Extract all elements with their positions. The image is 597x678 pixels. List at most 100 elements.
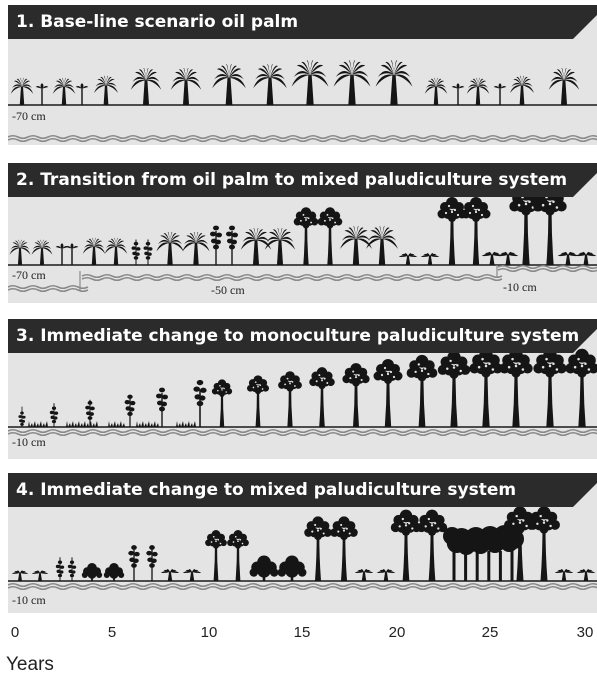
grass-tuft-icon bbox=[66, 421, 98, 427]
tree-sapling-icon bbox=[85, 399, 95, 427]
panel-4-title: 4. Immediate change to mixed paludicultu… bbox=[16, 480, 517, 500]
sago-palm-clump-icon bbox=[481, 251, 503, 265]
sago-palm-clump-icon bbox=[160, 569, 180, 581]
panel-4-scene bbox=[8, 506, 597, 591]
panel-1-depth-label: -70 cm bbox=[12, 109, 46, 123]
sago-palm-clump-icon bbox=[11, 570, 29, 581]
sago-palm-clump-icon bbox=[398, 253, 418, 265]
panel-3-title: 3. Immediate change to monoculture palud… bbox=[16, 326, 580, 346]
paludiculture-tree-icon bbox=[565, 348, 597, 427]
panel-1-scene bbox=[8, 60, 597, 143]
timeline-tick-15: 15 bbox=[293, 624, 311, 641]
oil-palm-icon bbox=[212, 64, 246, 105]
oil-palm-icon bbox=[333, 60, 371, 105]
tree-sapling-icon bbox=[67, 557, 77, 581]
oil-palm-icon bbox=[548, 68, 580, 105]
sago-palm-clump-icon bbox=[31, 570, 49, 581]
bushy-tree-icon bbox=[277, 555, 307, 581]
grass-tuft-icon bbox=[108, 421, 125, 427]
timeline-tick-5: 5 bbox=[107, 624, 117, 641]
paludiculture-tree-icon bbox=[469, 348, 503, 427]
panel-1-banner: 1. Base-line scenario oil palm bbox=[8, 5, 597, 39]
oil-palm-icon bbox=[466, 77, 490, 105]
tree-sapling-icon bbox=[193, 379, 207, 427]
sago-seedling-icon bbox=[451, 83, 465, 105]
oil-palm-icon bbox=[10, 77, 34, 105]
sago-seedling-icon bbox=[55, 243, 69, 265]
panel-3-depth-label: -10 cm bbox=[12, 435, 46, 449]
sago-seedling-icon bbox=[65, 243, 79, 265]
timeline-tick-0: 0 bbox=[10, 624, 20, 641]
tree-sapling-icon bbox=[156, 387, 168, 427]
sago-seedling-icon bbox=[75, 83, 89, 105]
panel-1: 1. Base-line scenario oil palm -70 cm bbox=[8, 5, 597, 145]
grass-tuft-icon bbox=[136, 421, 159, 427]
paludiculture-tree-icon bbox=[205, 530, 227, 581]
oil-palm-icon bbox=[375, 60, 413, 105]
oil-palm-icon bbox=[182, 231, 210, 265]
oil-palm-icon bbox=[94, 75, 118, 105]
oil-palm-icon bbox=[52, 77, 76, 105]
water-table-icon bbox=[8, 582, 597, 591]
paludiculture-tree-icon bbox=[278, 371, 302, 427]
paludiculture-tree-icon bbox=[309, 367, 335, 427]
panel-1-title: 1. Base-line scenario oil palm bbox=[16, 12, 299, 32]
oil-palm-icon bbox=[82, 237, 106, 265]
oil-palm-icon bbox=[170, 68, 202, 105]
timeline-tick-10: 10 bbox=[200, 624, 218, 641]
panel-2-depth-label-transition: -50 cm bbox=[211, 283, 245, 297]
tree-sapling-icon bbox=[124, 394, 136, 427]
tree-sapling-icon bbox=[146, 545, 158, 581]
paludiculture-tree-icon bbox=[342, 363, 370, 427]
water-table-icon bbox=[8, 284, 89, 293]
tree-sapling-icon bbox=[226, 225, 238, 265]
oil-palm-icon bbox=[240, 228, 272, 265]
oil-palm-icon bbox=[424, 77, 448, 105]
panel-2-title: 2. Transition from oil palm to mixed pal… bbox=[16, 170, 568, 190]
paludiculture-tree-icon bbox=[437, 197, 467, 265]
oil-palm-icon bbox=[9, 239, 31, 265]
grass-tuft-icon bbox=[28, 421, 48, 427]
timeline-axis-label: Years bbox=[6, 654, 54, 675]
bushy-tree-icon bbox=[81, 563, 103, 581]
sago-palm-clump-icon bbox=[354, 569, 374, 581]
paludiculture-tree-icon bbox=[437, 350, 471, 427]
timeline-tick-30: 30 bbox=[576, 624, 594, 641]
paludiculture-tree-icon bbox=[246, 375, 270, 427]
panel-3: 3. Immediate change to monoculture palud… bbox=[8, 319, 597, 459]
tree-sapling-icon bbox=[55, 557, 65, 581]
tree-sapling-icon bbox=[18, 406, 26, 427]
paludiculture-tree-icon bbox=[528, 506, 560, 581]
sago-palm-clump-icon bbox=[497, 251, 519, 265]
paludiculture-tree-icon bbox=[317, 207, 343, 265]
oil-palm-icon bbox=[253, 64, 287, 105]
paludiculture-tree-icon bbox=[390, 509, 422, 581]
oil-palm-icon bbox=[156, 231, 184, 265]
bushy-tree-icon bbox=[249, 555, 279, 581]
paludiculture-tree-icon bbox=[461, 197, 491, 265]
panel-2: 2. Transition from oil palm to mixed pal… bbox=[8, 163, 597, 303]
oil-palm-icon bbox=[340, 226, 372, 265]
panel-4: 4. Immediate change to mixed paludicultu… bbox=[8, 473, 597, 613]
sago-palm-clump-icon bbox=[182, 569, 202, 581]
paludiculture-tree-icon bbox=[330, 516, 358, 581]
paludiculture-tree-icon bbox=[533, 348, 567, 427]
tree-sapling-icon bbox=[131, 239, 141, 265]
oil-palm-icon bbox=[31, 239, 53, 265]
timeline-tick-20: 20 bbox=[388, 624, 406, 641]
oil-palm-icon bbox=[291, 60, 329, 105]
sago-palm-clump-icon bbox=[576, 569, 596, 581]
panel-2-scene bbox=[8, 186, 597, 293]
oil-palm-icon bbox=[104, 237, 128, 265]
tree-sapling-icon bbox=[143, 239, 153, 265]
oil-palm-icon bbox=[264, 228, 296, 265]
sago-palm-clump-icon bbox=[575, 251, 597, 265]
paludiculture-tree-icon bbox=[499, 348, 533, 427]
grass-tuft-icon bbox=[176, 421, 196, 427]
paludiculture-tree-icon bbox=[304, 516, 332, 581]
oil-palm-icon bbox=[366, 226, 398, 265]
oil-palm-icon bbox=[510, 75, 534, 105]
bushy-tree-icon bbox=[103, 563, 125, 581]
water-table-icon bbox=[8, 134, 597, 143]
tree-sapling-icon bbox=[210, 225, 222, 265]
